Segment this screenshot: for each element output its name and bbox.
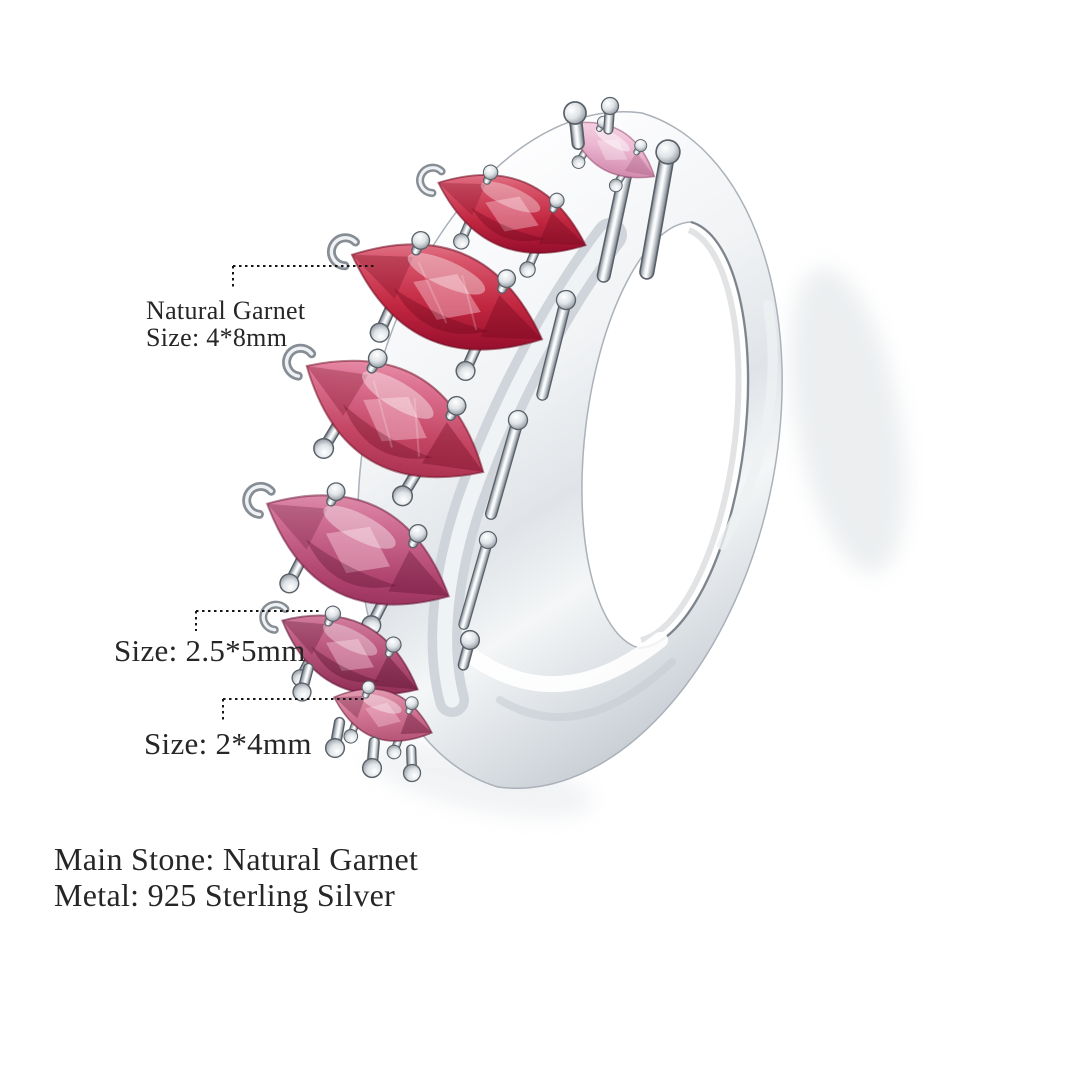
- spec-metal: Metal: 925 Sterling Silver: [54, 877, 396, 913]
- ring-inner-edge: [638, 220, 750, 650]
- stone-size-small-label: Size: 2*4mm: [144, 726, 312, 761]
- garnet-stone-7: [333, 678, 433, 762]
- stone-size-large-label: Size: 4*8mm: [146, 323, 288, 352]
- band-reflection-gray: [496, 658, 676, 722]
- garnet-stone-4: [252, 310, 485, 510]
- stone-name-label: Natural Garnet: [146, 296, 306, 325]
- leader-line-small-stone: [222, 698, 366, 722]
- leader-lines: [195, 265, 376, 722]
- shadow-right: [790, 267, 906, 573]
- garnet-stone-5: [216, 449, 451, 639]
- stone-size-medium-label: Size: 2.5*5mm: [114, 633, 306, 668]
- ring-inner-edge-shade: [640, 227, 742, 643]
- leader-line-large-stone: [232, 265, 376, 289]
- garnet-stone-3: [304, 228, 544, 384]
- spec-main-stone: Main Stone: Natural Garnet: [54, 841, 419, 877]
- garnet-stone-2: [401, 141, 587, 281]
- garnet-stone-6: [241, 579, 419, 721]
- band-reflection-right: [717, 300, 778, 550]
- band-reflection-white: [462, 632, 668, 693]
